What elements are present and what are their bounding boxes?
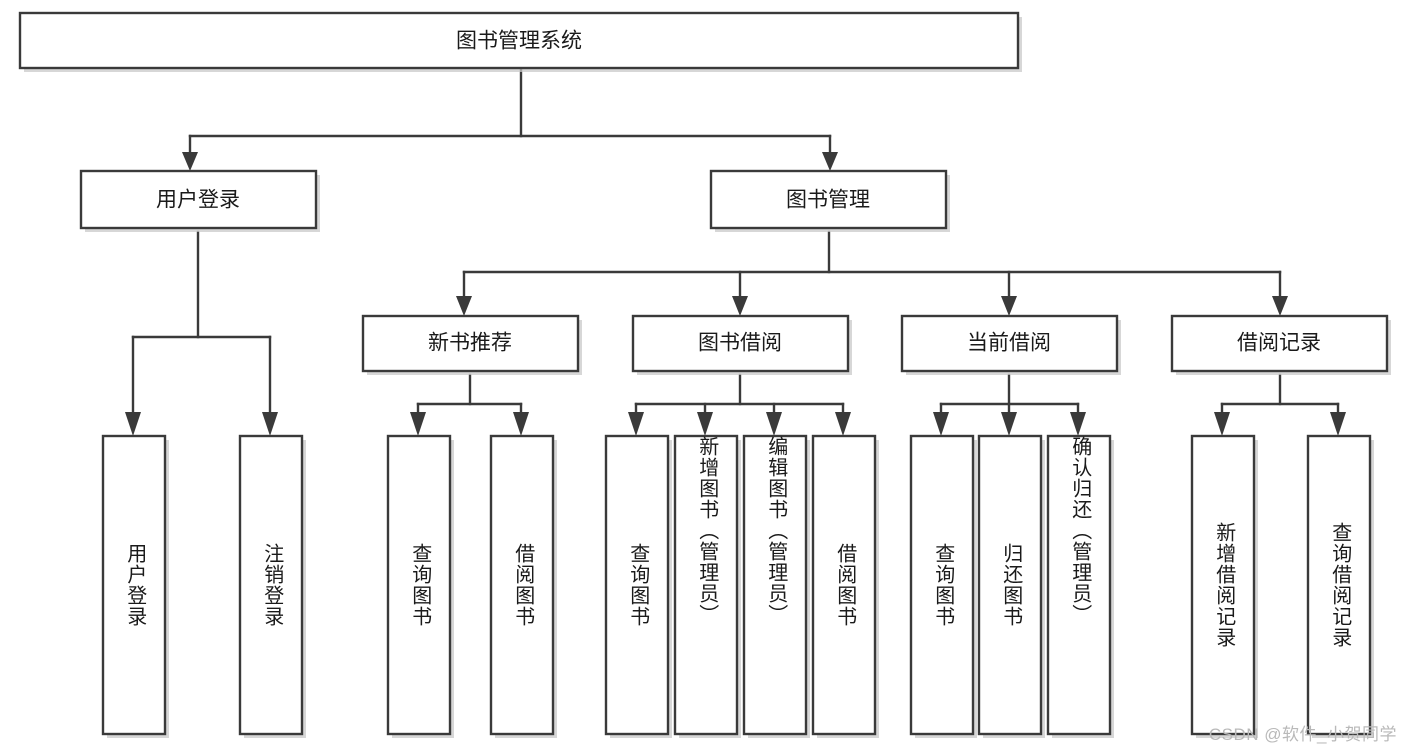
arrow-head-book-manage [822, 152, 838, 171]
leaf-node-current-borrow-2[interactable] [977, 434, 1045, 738]
connector-group-book-manage [456, 230, 1288, 316]
connector-group-user-login [125, 230, 278, 436]
leaf-nbr-2-rect [489, 434, 555, 736]
leaf-bb-3-rect [742, 434, 808, 736]
leaf-node-borrow-record-2[interactable] [1306, 434, 1374, 738]
leaf-node-current-borrow-3[interactable] [1046, 434, 1114, 738]
arrow-head-leaf-bb-2 [697, 412, 713, 436]
arrow-head-new-book-rec [456, 296, 472, 316]
node-book-manage-label: 图书管理 [786, 189, 870, 212]
arrow-head-leaf-cb-3 [1070, 412, 1086, 436]
leaf-br-2-rect [1306, 434, 1372, 736]
node-root[interactable]: 图书管理系统 [18, 11, 1022, 72]
arrow-head-user-login [182, 152, 198, 171]
connector-group-new-book-rec [410, 373, 529, 436]
arrow-head-borrow-record [1272, 296, 1288, 316]
leaf-node-borrow-record-1[interactable] [1190, 434, 1258, 738]
leaf-node-book-borrow-1[interactable] [604, 434, 672, 738]
arrow-head-leaf-br-1 [1214, 412, 1230, 436]
leaf-cb-2-rect [977, 434, 1043, 736]
arrow-head-leaf-bb-4 [835, 412, 851, 436]
arrow-head-leaf-bb-1 [628, 412, 644, 436]
arrow-head-leaf-nbr-1 [410, 412, 426, 436]
node-book-borrow[interactable]: 图书借阅 [631, 314, 852, 375]
arrow-head-leaf-cb-1 [933, 412, 949, 436]
node-new-book-rec[interactable]: 新书推荐 [361, 314, 582, 375]
leaf-user-login-2-rect [238, 434, 304, 736]
leaf-br-1-rect [1190, 434, 1256, 736]
connector-group-borrow-record [1214, 373, 1346, 436]
connector-group-root [182, 66, 838, 171]
leaf-node-current-borrow-1[interactable] [909, 434, 977, 738]
node-book-manage-rect [709, 169, 948, 230]
leaf-node-new-book-rec-2[interactable] [489, 434, 557, 738]
leaf-node-user-login-2[interactable] [238, 434, 306, 738]
node-book-borrow-rect [631, 314, 850, 373]
arrow-head-leaf-cb-2 [1001, 412, 1017, 436]
node-current-borrow[interactable]: 当前借阅 [900, 314, 1121, 375]
node-root-rect [18, 11, 1020, 70]
arrow-head-leaf-nbr-2 [513, 412, 529, 436]
node-new-book-rec-rect [361, 314, 580, 373]
connector-group-current-borrow [933, 373, 1086, 436]
node-root-label: 图书管理系统 [456, 30, 582, 53]
node-current-borrow-label: 当前借阅 [967, 332, 1051, 355]
node-book-borrow-label: 图书借阅 [698, 332, 782, 355]
node-user-login[interactable]: 用户登录 [79, 169, 320, 232]
leaf-bb-2-rect [673, 434, 739, 736]
leaf-node-user-login-1[interactable] [101, 434, 169, 738]
leaf-cb-1-rect [909, 434, 975, 736]
leaf-bb-1-rect [604, 434, 670, 736]
leaf-node-book-borrow-4[interactable] [811, 434, 879, 738]
leaf-bb-4-rect [811, 434, 877, 736]
node-borrow-record-rect [1170, 314, 1389, 373]
node-user-login-rect [79, 169, 318, 230]
node-borrow-record[interactable]: 借阅记录 [1170, 314, 1391, 375]
node-new-book-rec-label: 新书推荐 [428, 332, 512, 355]
arrow-head-book-borrow [732, 296, 748, 316]
node-current-borrow-rect [900, 314, 1119, 373]
node-user-login-label: 用户登录 [156, 189, 240, 212]
arrow-head-current-borrow [1001, 296, 1017, 316]
leaf-user-login-1-rect [101, 434, 167, 736]
leaf-cb-3-rect [1046, 434, 1112, 736]
arrow-head-leaf-user-1 [125, 412, 141, 436]
arrow-head-leaf-user-2 [262, 412, 278, 436]
leaf-node-new-book-rec-1[interactable] [386, 434, 454, 738]
leaf-node-book-borrow-3[interactable] [742, 434, 810, 738]
connector-group-book-borrow [628, 373, 851, 436]
arrow-head-leaf-br-2 [1330, 412, 1346, 436]
node-borrow-record-label: 借阅记录 [1237, 332, 1321, 355]
arrow-head-leaf-bb-3 [766, 412, 782, 436]
leaf-node-book-borrow-2[interactable] [673, 434, 741, 738]
node-book-manage[interactable]: 图书管理 [709, 169, 950, 232]
leaf-nbr-1-rect [386, 434, 452, 736]
